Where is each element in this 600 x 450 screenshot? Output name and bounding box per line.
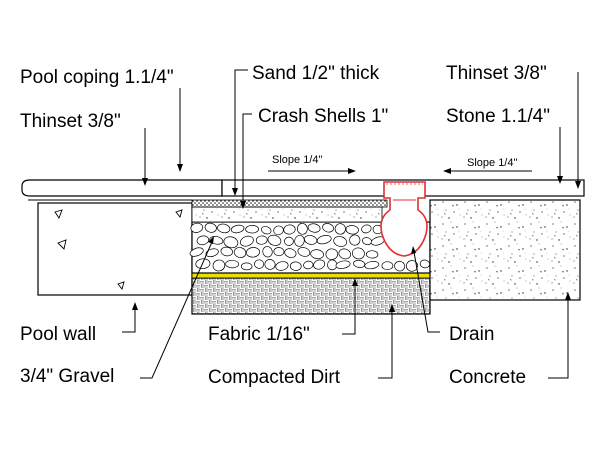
gravel-stone — [260, 226, 272, 235]
gravel-stone — [297, 247, 311, 257]
gravel-stone — [366, 250, 379, 259]
gravel-stone — [233, 247, 247, 258]
crash-shells-label: Crash Shells 1" — [258, 106, 388, 127]
gravel-stone — [262, 246, 273, 258]
gravel-stone — [212, 259, 226, 272]
gravel-stone — [394, 260, 406, 272]
gravel-stone — [189, 247, 204, 257]
gravel-stone — [267, 234, 282, 246]
gravel-stone — [254, 259, 265, 269]
gravel-stone — [220, 246, 233, 257]
gravel-stone — [345, 225, 359, 235]
gravel-stone — [313, 259, 326, 270]
compacted-dirt-layer — [191, 277, 431, 315]
gravel-stone — [351, 247, 365, 260]
slope-left-label: Slope 1/4" — [272, 154, 322, 166]
gravel-stone — [310, 249, 324, 260]
gravel-stone — [294, 235, 305, 247]
gravel-stone — [239, 235, 254, 247]
gravel-stone — [255, 235, 268, 245]
gravel-stone — [307, 223, 321, 233]
crash-shells-layer — [191, 206, 383, 223]
gravel-label: 3/4" Gravel — [20, 366, 114, 387]
sand-label: Sand 1/2" thick — [252, 63, 380, 84]
slope-arrow-right: Slope 1/4" — [443, 157, 532, 174]
gravel-stone — [275, 261, 289, 271]
slope-right-label: Slope 1/4" — [467, 157, 517, 169]
gravel-stone — [230, 224, 245, 234]
gravel-stone — [334, 223, 346, 235]
pool-wall — [37, 202, 193, 296]
gravel-stone — [284, 236, 294, 246]
concrete-slab — [429, 199, 581, 301]
pool-coping — [21, 179, 223, 201]
gravel-stone — [196, 235, 210, 246]
gravel-stone — [338, 248, 352, 260]
gravel-stone — [349, 234, 361, 246]
gravel-stone — [381, 261, 394, 271]
gravel-stone — [325, 248, 339, 260]
stone-label: Stone 1.1/4" — [446, 106, 550, 127]
gravel-stone — [245, 225, 259, 234]
gravel-stone — [273, 225, 284, 236]
sand-layer — [191, 199, 388, 208]
fabric-layer — [191, 272, 431, 279]
gravel-stone — [296, 222, 308, 235]
pool-coping-label: Pool coping 1.1/4" — [20, 67, 174, 88]
gravel-stone — [327, 259, 338, 271]
gravel-stone — [217, 223, 231, 234]
concrete-label: Concrete — [449, 367, 526, 388]
gravel-stone — [204, 222, 217, 233]
gravel-stone — [284, 248, 297, 258]
gravel-stone — [303, 260, 314, 270]
gravel-stone — [223, 236, 239, 249]
gravel-stone — [245, 247, 261, 258]
thinset-right-label: Thinset 3/8" — [446, 63, 547, 84]
gravel-stone — [264, 259, 276, 270]
drain-label: Drain — [449, 324, 494, 345]
gravel-stone — [273, 247, 285, 257]
thinset-left-label: Thinset 3/8" — [20, 111, 121, 132]
gravel-stone — [361, 224, 372, 234]
gravel-stone — [289, 261, 302, 271]
compacted-dirt-label: Compacted Dirt — [208, 367, 341, 388]
pool-wall-label: Pool wall — [20, 324, 96, 345]
gravel-stone — [240, 262, 253, 271]
fabric-label: Fabric 1/16" — [208, 324, 310, 345]
gravel-stone — [322, 223, 334, 233]
slope-arrow-left: Slope 1/4" — [268, 154, 356, 174]
gravel-stone — [333, 236, 348, 247]
gravel-stone — [335, 260, 351, 269]
gravel-stone — [364, 261, 380, 270]
gravel-stone — [190, 222, 204, 233]
gravel-stone — [225, 259, 239, 269]
gravel-stone — [283, 224, 296, 235]
leader-lines — [122, 69, 581, 379]
gravel-stone — [406, 260, 418, 272]
drain — [380, 181, 428, 257]
gravel-stone — [316, 235, 332, 245]
